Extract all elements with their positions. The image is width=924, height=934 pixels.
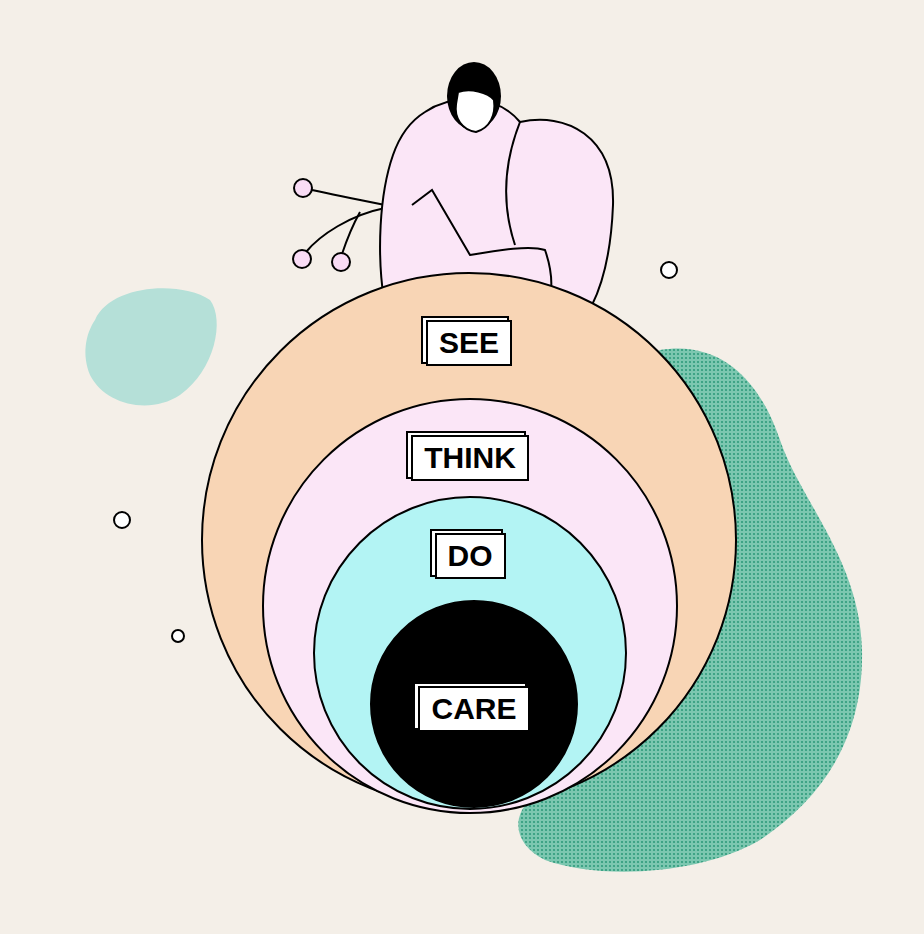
decor-dot bbox=[661, 262, 677, 278]
branch-bud bbox=[293, 250, 311, 268]
stage-label: SEE bbox=[426, 320, 512, 366]
branch bbox=[306, 190, 385, 254]
branch-bud bbox=[332, 253, 350, 271]
stage-circle: DO CARE bbox=[313, 496, 627, 810]
stage-label: DO bbox=[435, 533, 506, 579]
decor-dot bbox=[172, 630, 184, 642]
teal-blob bbox=[85, 288, 216, 405]
decor-dot bbox=[114, 512, 130, 528]
stage-circle: THINK DO CARE bbox=[262, 398, 678, 814]
stage-label: THINK bbox=[411, 435, 529, 481]
stage-circle: CARE bbox=[370, 600, 578, 808]
stage-label: CARE bbox=[418, 686, 529, 732]
branch-bud bbox=[294, 179, 312, 197]
sitting-person bbox=[380, 62, 613, 305]
stage-circle: SEE THINK DO CARE bbox=[201, 272, 737, 808]
